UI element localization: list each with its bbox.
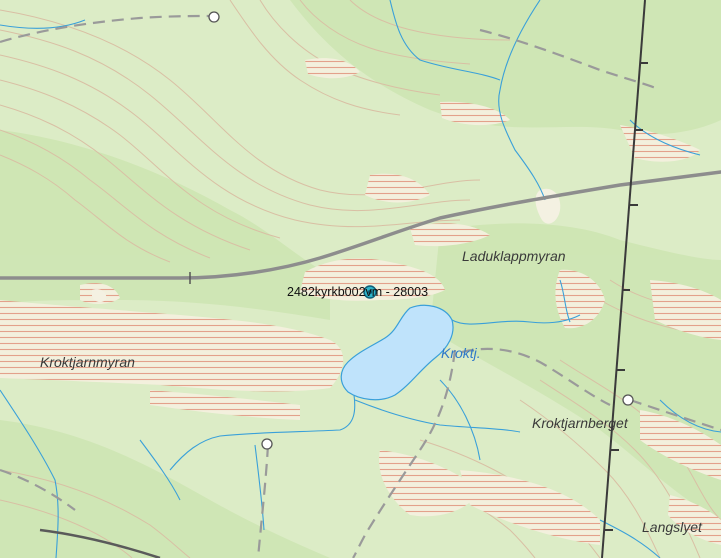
power-line [601,0,648,558]
tracks [0,14,721,558]
circle-poi-icon[interactable] [208,11,220,23]
place-label-kroktjarnberget: Kroktjarnberget [532,415,628,431]
bog-areas [0,58,721,545]
lake-kroktjarn [340,304,454,401]
circle-poi-icon[interactable] [261,438,273,450]
secondary-road [39,528,161,558]
water-label-kroktj: Kroktj. [441,345,481,361]
place-label-laduklappmyran: Laduklappmyran [462,248,566,264]
feature-label[interactable]: 2482kyrkb002vm - 28003 [287,285,429,299]
place-label-kroktjarnmyran: Kroktjarnmyran [40,354,135,370]
road [0,170,721,280]
circle-poi-icon[interactable] [622,394,634,406]
place-label-langslyet: Langslyet [642,519,702,535]
poi-markers [208,11,634,450]
water-point-marker-icon[interactable] [363,285,377,299]
